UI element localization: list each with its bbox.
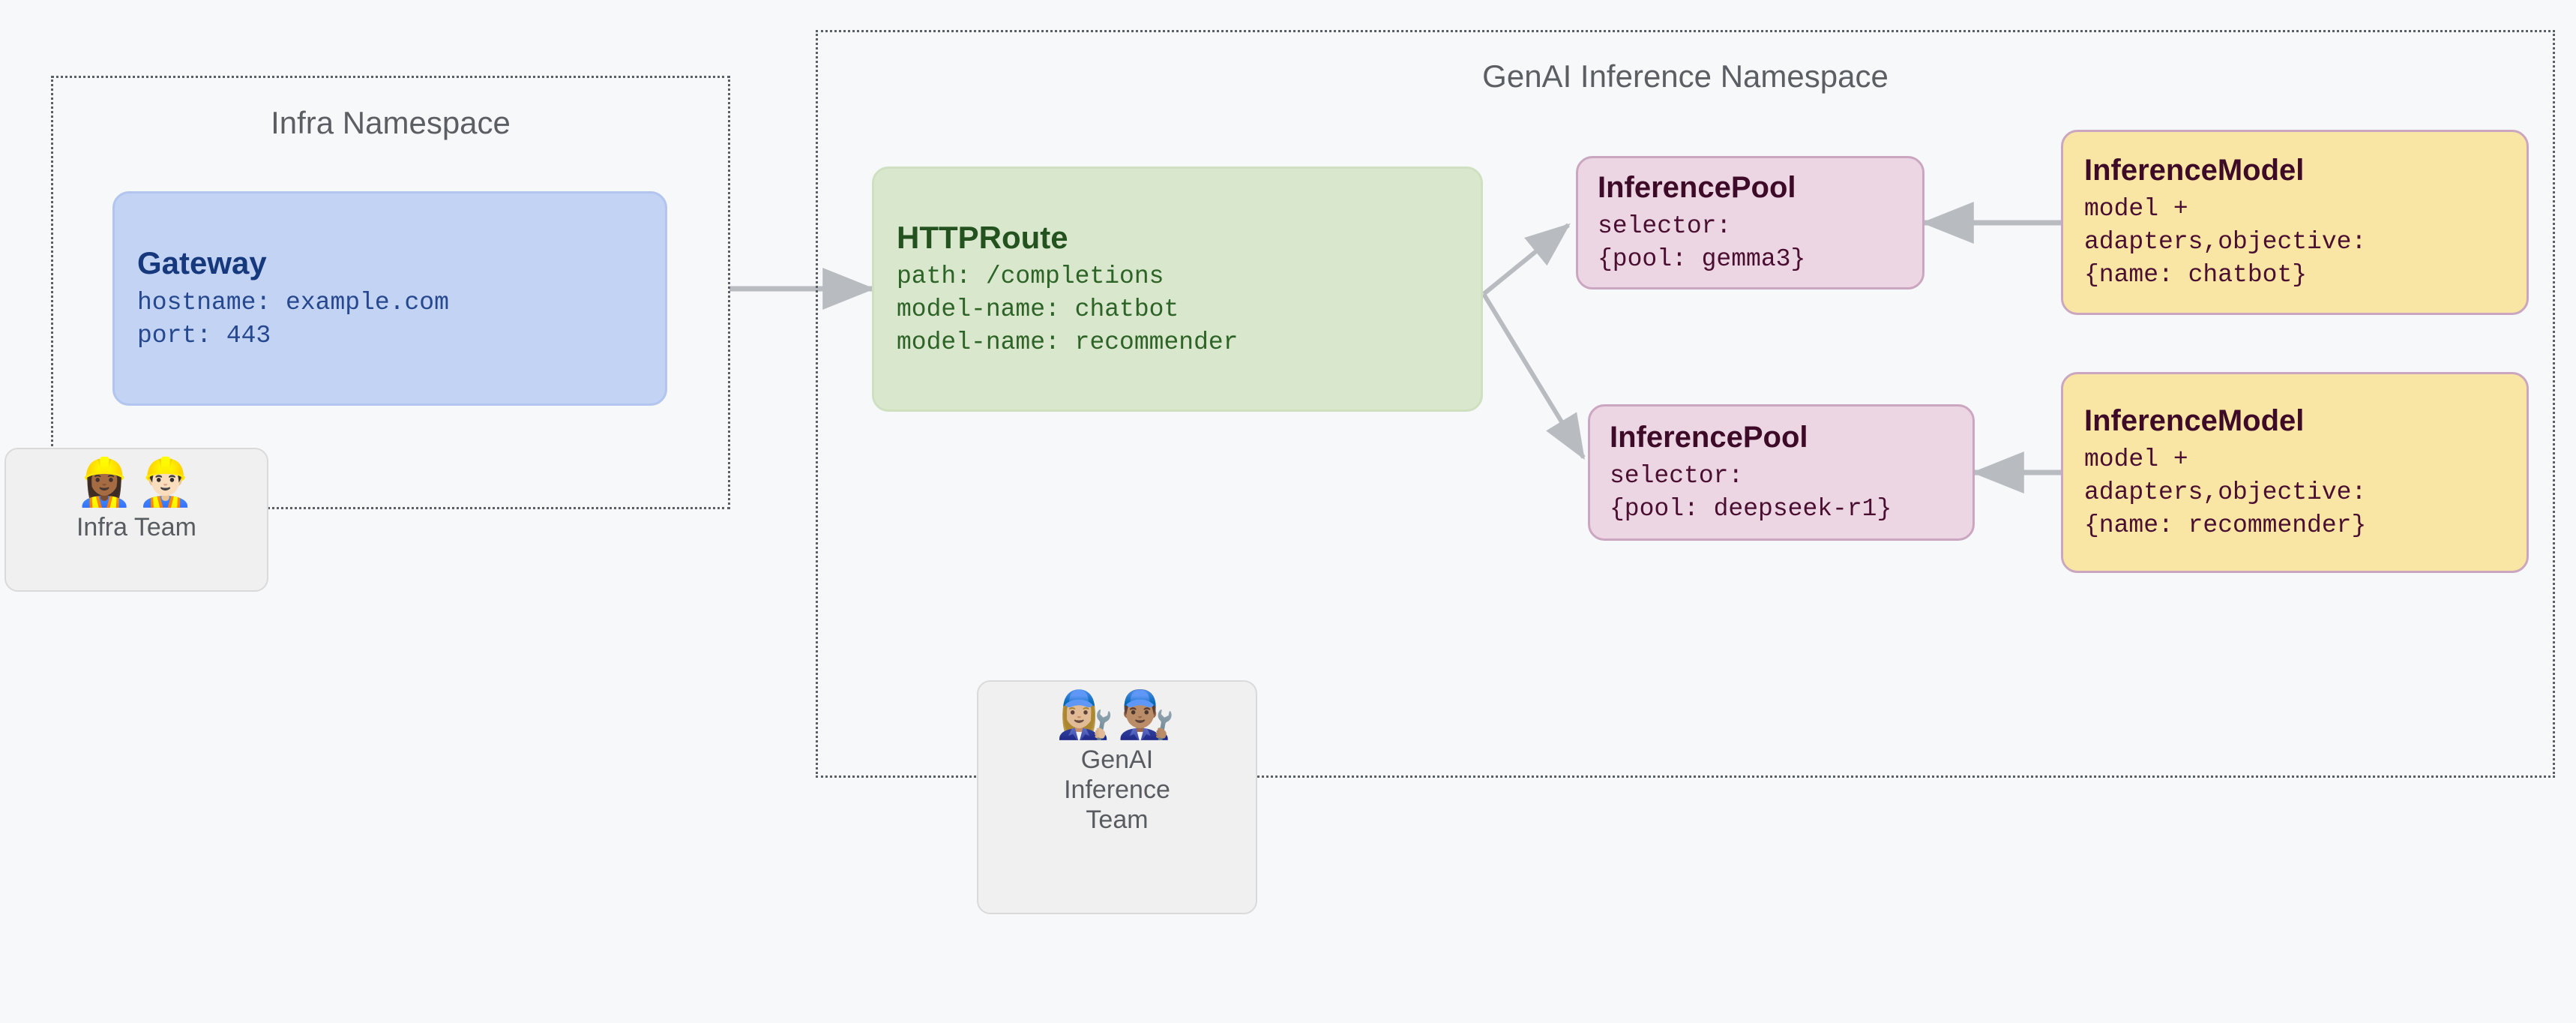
- inferencepool-gemma3-selector-label: selector:: [1598, 212, 1732, 240]
- infra-namespace-title: Infra Namespace: [271, 105, 511, 140]
- inferencepool-deepseek-r1-selector-label: selector:: [1610, 461, 1744, 490]
- inferencemodel-recommender-line-adapters: adapters,objective:: [2084, 478, 2367, 506]
- gateway-port-line: port: 443: [137, 321, 271, 350]
- inferencepool-gemma3-selector-value: {pool: gemma3}: [1598, 244, 1806, 273]
- inferencemodel-chatbot-line-adapters: adapters,objective:: [2084, 228, 2367, 256]
- genai-team-label: GenAI Inference Team: [1064, 745, 1170, 835]
- inferencemodel-chatbot-line-model: model +: [2084, 195, 2188, 224]
- httproute-model-name-chatbot-line: model-name: chatbot: [897, 296, 1179, 324]
- inferencepool-gemma3-title: InferencePool: [1598, 170, 1796, 204]
- genai-team-label-line-1: GenAI: [1080, 746, 1154, 774]
- genai-team-avatars: 👩🏼‍🔧👨🏽‍🔧: [1056, 689, 1179, 741]
- infra-team-card[interactable]: 👷🏾‍♀️👷🏻‍♂️ Infra Team: [4, 448, 268, 592]
- genai-namespace-title: GenAI Inference Namespace: [1482, 58, 1889, 94]
- infra-team-avatars: 👷🏾‍♀️👷🏻‍♂️: [75, 457, 198, 508]
- httproute-card[interactable]: HTTPRoute path: /completions model-name:…: [872, 166, 1483, 412]
- genai-team-label-line-2: Inference: [1064, 776, 1170, 805]
- httproute-model-name-recommender-line: model-name: recommender: [897, 328, 1239, 357]
- infra-namespace-boundary: [51, 76, 730, 509]
- inferencemodel-card-chatbot[interactable]: InferenceModel model + adapters,objectiv…: [2061, 130, 2529, 315]
- inferencepool-deepseek-r1-selector-value: {pool: deepseek-r1}: [1610, 494, 1892, 523]
- inferencepool-card-deepseek-r1[interactable]: InferencePool selector: {pool: deepseek-…: [1588, 404, 1975, 541]
- inferencepool-card-gemma3[interactable]: InferencePool selector: {pool: gemma3}: [1576, 156, 1925, 290]
- inferencemodel-chatbot-line-name: {name: chatbot}: [2084, 261, 2308, 290]
- inferencemodel-card-recommender[interactable]: InferenceModel model + adapters,objectiv…: [2061, 372, 2529, 573]
- inferencemodel-recommender-line-name: {name: recommender}: [2084, 511, 2367, 539]
- inferencepool-deepseek-r1-title: InferencePool: [1610, 420, 1808, 454]
- gateway-hostname-line: hostname: example.com: [137, 288, 449, 316]
- httproute-path-line: path: /completions: [897, 262, 1164, 291]
- inferencemodel-recommender-line-model: model +: [2084, 445, 2188, 473]
- genai-team-label-line-3: Team: [1086, 806, 1149, 835]
- gateway-card[interactable]: Gateway hostname: example.com port: 443: [112, 191, 667, 406]
- genai-team-card[interactable]: 👩🏼‍🔧👨🏽‍🔧 GenAI Inference Team: [977, 680, 1257, 914]
- genai-namespace-boundary: [816, 30, 2555, 778]
- inferencemodel-recommender-title: InferenceModel: [2084, 404, 2305, 437]
- infra-team-label: Infra Team: [76, 513, 196, 542]
- httproute-title: HTTPRoute: [897, 219, 1068, 255]
- gateway-title: Gateway: [137, 245, 267, 281]
- inferencemodel-chatbot-title: InferenceModel: [2084, 154, 2305, 188]
